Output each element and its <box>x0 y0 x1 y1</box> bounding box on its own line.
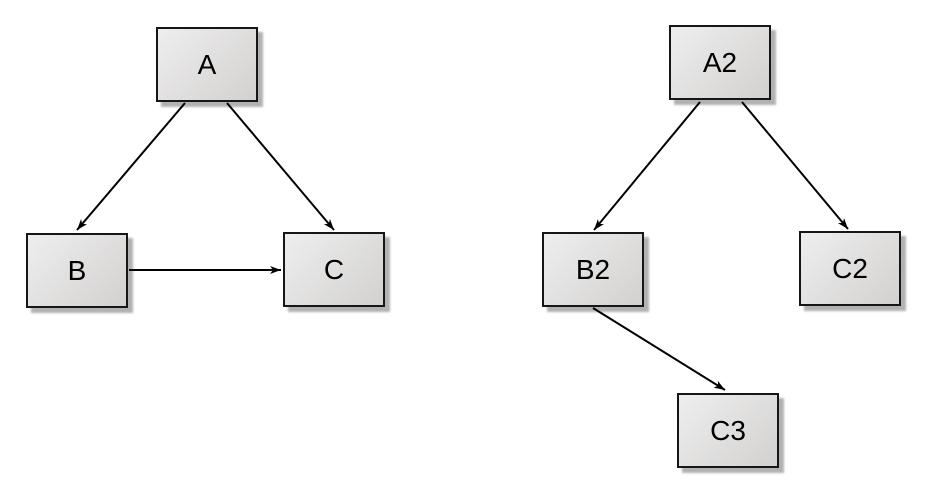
edge-a-to-c <box>226 102 335 231</box>
diagram-node-a[interactable]: A <box>156 27 258 102</box>
diagram-node-c3[interactable]: C3 <box>677 393 779 468</box>
diagram-node-b[interactable]: B <box>26 233 128 308</box>
edge-a-to-b <box>76 102 186 231</box>
diagram-node-a2[interactable]: A2 <box>669 25 771 100</box>
diagram-node-b2[interactable]: B2 <box>542 232 644 307</box>
diagram-node-c2[interactable]: C2 <box>799 231 901 306</box>
edge-a2-to-c2 <box>741 101 849 230</box>
edge-a2-to-b2 <box>593 101 701 231</box>
diagram-node-c[interactable]: C <box>283 232 385 307</box>
edge-b2-to-c3 <box>592 307 726 391</box>
edges-group <box>76 101 849 391</box>
